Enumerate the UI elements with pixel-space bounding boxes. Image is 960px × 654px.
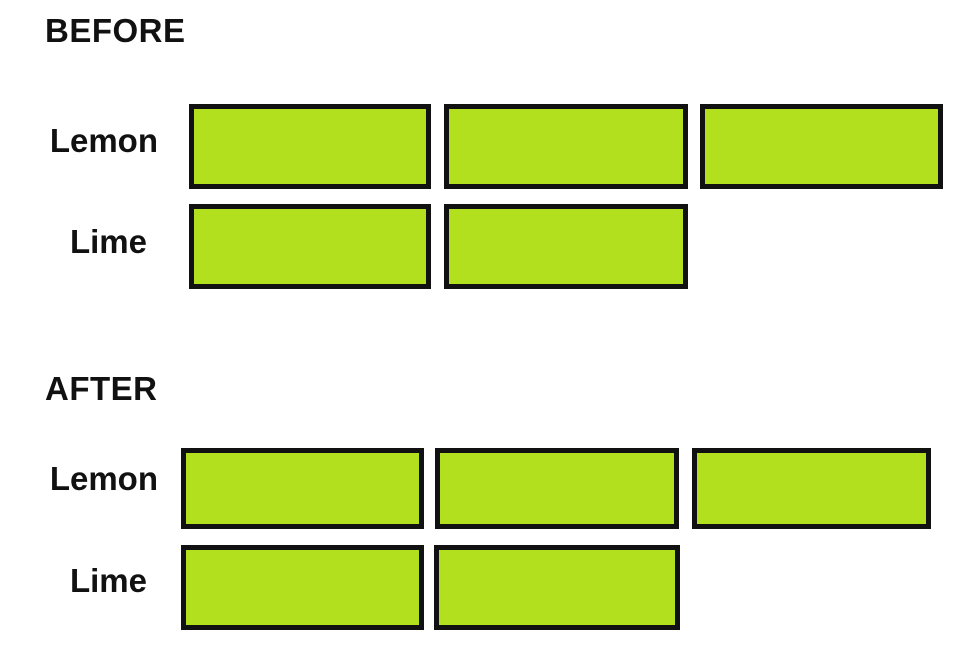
bar-before-lemon-1 bbox=[189, 104, 431, 189]
bar-before-lemon-2 bbox=[444, 104, 688, 189]
row-label-before-lime: Lime bbox=[69, 223, 147, 260]
bar-before-lemon-3 bbox=[700, 104, 943, 189]
bar-after-lemon-2 bbox=[435, 448, 679, 529]
row-label-after-lime: Lime bbox=[69, 562, 147, 599]
bar-after-lime-1 bbox=[181, 545, 424, 630]
row-label-after-lemon: Lemon bbox=[49, 460, 158, 497]
bar-before-lime-2 bbox=[444, 204, 688, 289]
section-title-after: AFTER bbox=[45, 370, 158, 407]
section-title-before: BEFORE bbox=[45, 12, 186, 49]
bar-before-lime-1 bbox=[189, 204, 431, 289]
bar-after-lemon-1 bbox=[181, 448, 424, 529]
bar-after-lemon-3 bbox=[692, 448, 931, 529]
bar-after-lime-2 bbox=[434, 545, 680, 630]
row-label-before-lemon: Lemon bbox=[49, 122, 158, 159]
